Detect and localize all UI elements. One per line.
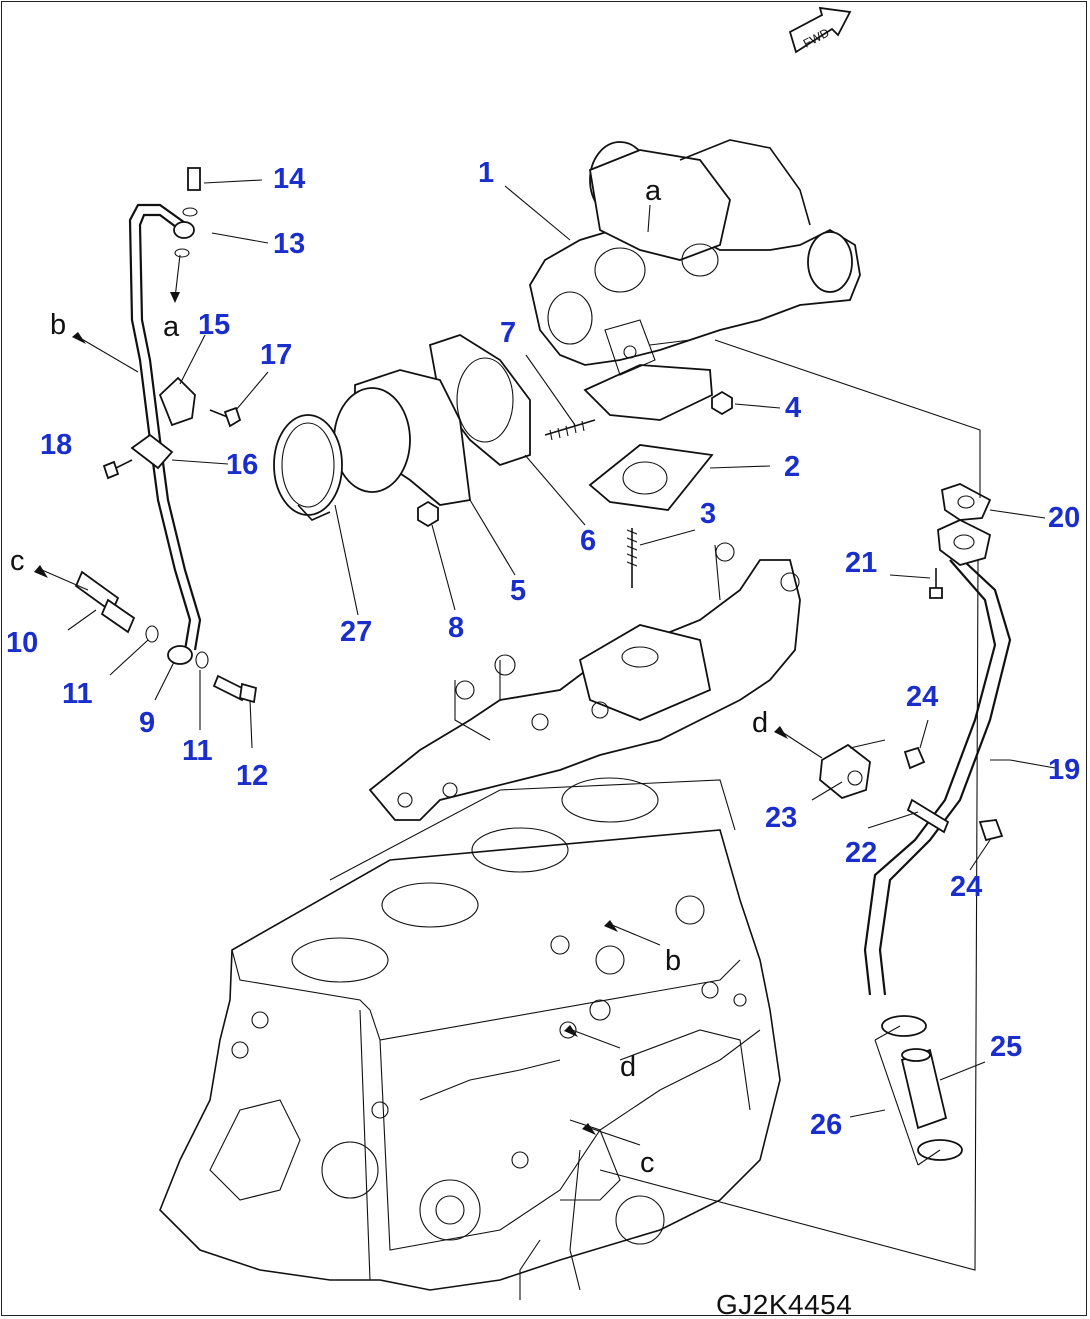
letter-d-block: d xyxy=(620,1051,636,1083)
callout-24b: 24 xyxy=(950,871,982,903)
callout-20: 20 xyxy=(1048,502,1080,534)
letter-a-pipe: a xyxy=(163,311,180,343)
callout-13: 13 xyxy=(273,228,305,260)
callout-10: 10 xyxy=(6,627,38,659)
reference-arrows xyxy=(34,204,823,1146)
callout-5: 5 xyxy=(510,575,526,607)
callout-8: 8 xyxy=(448,612,464,644)
callout-27: 27 xyxy=(340,616,372,648)
callout-11b: 11 xyxy=(182,735,213,767)
callout-21: 21 xyxy=(845,547,877,579)
oil-drain-pipe xyxy=(819,483,1012,1161)
leader-lines xyxy=(67,179,1056,1271)
callout-12: 12 xyxy=(236,760,268,792)
reference-letters: a a b b c c d d xyxy=(10,175,768,1179)
letter-c-left: c xyxy=(10,545,25,577)
letter-d-bracket: d xyxy=(752,707,768,739)
callout-23: 23 xyxy=(765,802,797,834)
callout-1: 1 xyxy=(478,157,494,189)
callout-11a: 11 xyxy=(62,678,93,710)
engine-block xyxy=(159,777,781,1300)
fwd-direction-arrow: FWD xyxy=(788,6,852,54)
callout-7: 7 xyxy=(500,317,516,349)
callout-24a: 24 xyxy=(906,681,938,713)
turbocharger xyxy=(529,139,861,421)
callout-26: 26 xyxy=(810,1109,842,1141)
callout-18: 18 xyxy=(40,429,72,461)
exhaust-manifold xyxy=(368,542,801,821)
callout-19: 19 xyxy=(1048,754,1080,786)
turbine-outlet-parts xyxy=(273,334,733,588)
callout-22: 22 xyxy=(845,837,877,869)
callout-3: 3 xyxy=(700,498,716,530)
callout-9: 9 xyxy=(139,707,155,739)
letter-c-block: c xyxy=(640,1147,655,1179)
callout-25: 25 xyxy=(990,1031,1022,1063)
callout-14: 14 xyxy=(273,163,305,195)
callout-6: 6 xyxy=(580,525,596,557)
oil-feed-pipe xyxy=(74,167,258,704)
callout-16: 16 xyxy=(226,449,258,481)
diagram-code: GJ2K4454 xyxy=(716,1289,852,1319)
callout-4: 4 xyxy=(785,392,801,424)
letter-b-pipe: b xyxy=(50,309,66,341)
letter-b-block: b xyxy=(665,945,681,977)
callout-15: 15 xyxy=(198,309,230,341)
letter-a-turbo: a xyxy=(645,175,662,207)
callout-2: 2 xyxy=(784,451,800,483)
part-callouts: 1 2 3 4 5 6 7 8 9 10 11 11 12 13 14 15 1… xyxy=(6,157,1080,1141)
callout-17: 17 xyxy=(260,339,292,371)
